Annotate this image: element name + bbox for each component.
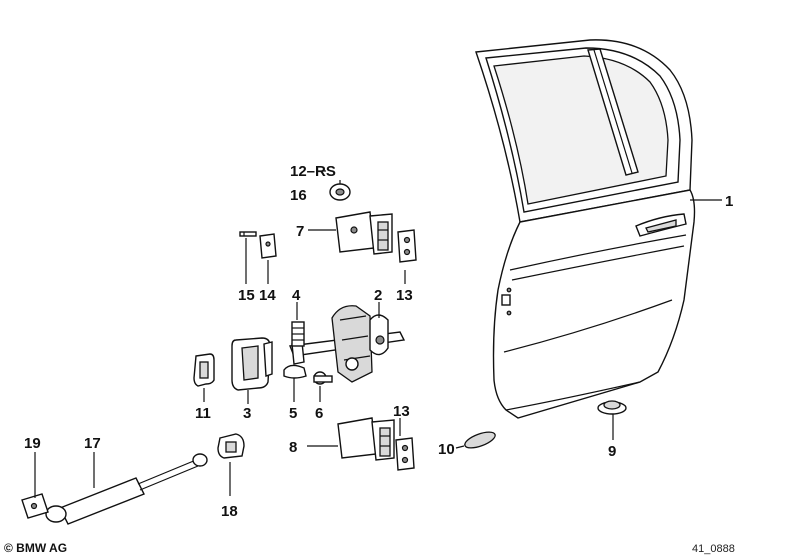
- callout-7: 7: [296, 223, 304, 240]
- gas-strut-17: [45, 453, 208, 525]
- callout-4: 4: [292, 287, 301, 304]
- callout-18: 18: [221, 503, 238, 520]
- copyright: © BMW AG: [4, 541, 67, 555]
- callout-14: 14: [259, 287, 276, 304]
- upper-hinge-7: [335, 211, 393, 255]
- callout-19: 19: [24, 435, 41, 452]
- callout-labels: 1 2 3 4 5 6 7 8 9 10 11 12–RS 13 13 14 1…: [24, 163, 733, 520]
- pin-15: [239, 231, 257, 237]
- leader-lines: [34, 170, 722, 498]
- plug-10: [464, 431, 496, 449]
- callout-1: 1: [725, 193, 733, 210]
- screw-4: [291, 321, 305, 347]
- hinge-plate-13-lower: [395, 437, 415, 471]
- callout-10: 10: [438, 441, 455, 458]
- callout-13-lower: 13: [393, 403, 410, 420]
- callout-8: 8: [289, 439, 297, 456]
- door-check-strap: [289, 305, 406, 383]
- callout-2: 2: [374, 287, 382, 304]
- hinge-plate-13-upper: [397, 229, 417, 263]
- screw-6: [313, 371, 333, 385]
- callout-17: 17: [84, 435, 101, 452]
- callout-12-rs: 12–RS: [290, 163, 336, 180]
- callout-9: 9: [608, 443, 616, 460]
- drawing-number: 41_0888: [692, 543, 735, 555]
- clip-5: [283, 364, 307, 379]
- plug-9: [597, 400, 627, 415]
- callout-11: 11: [195, 405, 211, 422]
- callout-13-upper: 13: [396, 287, 413, 304]
- cover-11: [193, 353, 215, 387]
- handle-trim-3: [231, 337, 273, 391]
- callout-5: 5: [289, 405, 297, 422]
- rear-door: [475, 39, 696, 419]
- callout-16: 16: [290, 187, 307, 204]
- lower-hinge-8: [337, 417, 395, 461]
- grommet-16: [329, 183, 351, 201]
- callout-3: 3: [243, 405, 251, 422]
- bracket-18: [217, 433, 245, 459]
- callout-15: 15: [238, 287, 255, 304]
- callout-6: 6: [315, 405, 323, 422]
- plate-14: [259, 233, 277, 259]
